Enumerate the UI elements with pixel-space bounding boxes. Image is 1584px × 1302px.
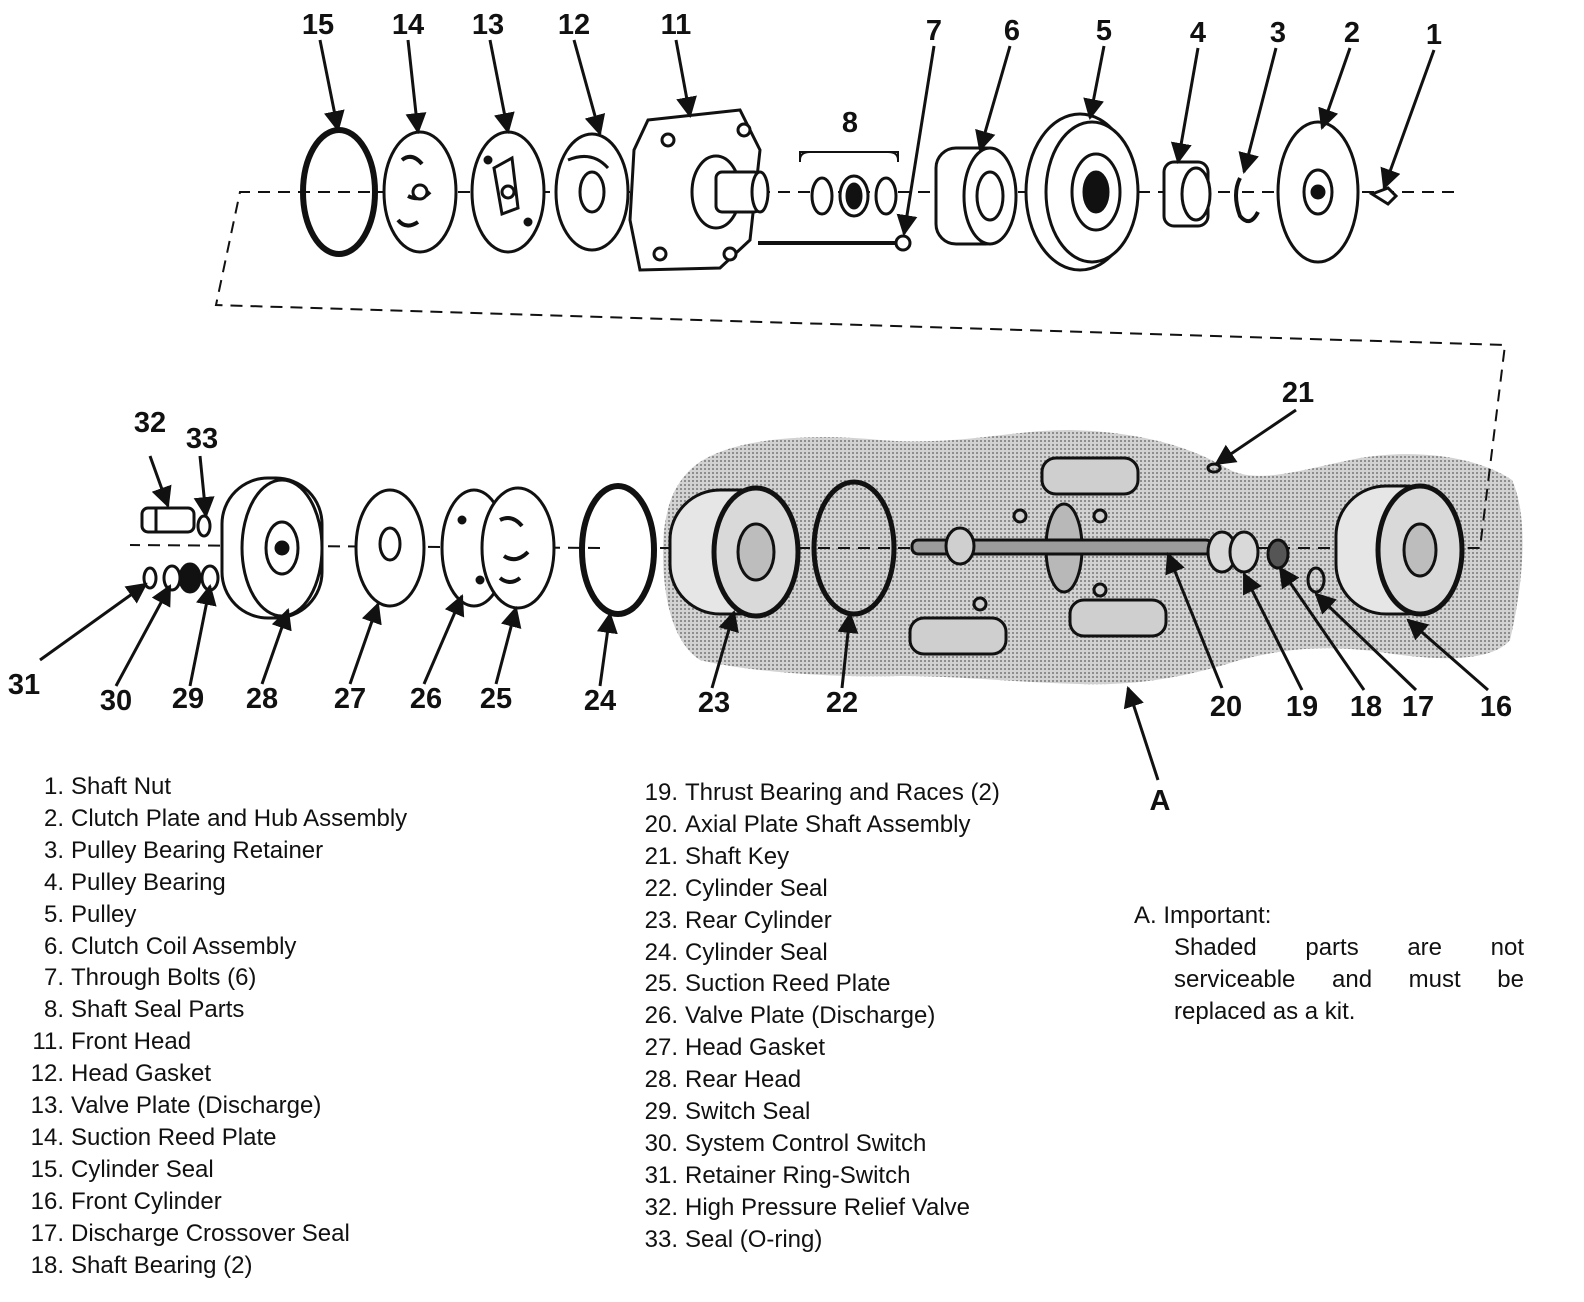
callout-22: 22 [826, 687, 858, 719]
legend-item: 22.Cylinder Seal [644, 874, 828, 902]
legend-item: 17.Discharge Crossover Seal [30, 1219, 350, 1247]
callout-32: 32 [134, 407, 166, 439]
callout-19: 19 [1286, 691, 1318, 723]
legend-item: 7.Through Bolts (6) [43, 964, 257, 992]
part-6-clutch-coil-assembly [934, 146, 1018, 246]
legend-item: 28.Rear Head [644, 1066, 802, 1094]
part-21-shaft-key [1206, 462, 1222, 474]
legend-item: 33.Seal (O-ring) [644, 1225, 823, 1253]
legend-item: 21.Shaft Key [644, 842, 790, 870]
callout-12: 12 [558, 9, 590, 41]
callout-21: 21 [1282, 377, 1314, 409]
legend-item: 2.Clutch Plate and Hub Assembly [43, 804, 408, 832]
part-3-pulley-bearing-retainer [1234, 177, 1260, 224]
part-19-18-17-bearing-and-seal [1206, 530, 1326, 594]
part-24-cylinder-seal [579, 483, 657, 617]
legend-item: 13.Valve Plate (Discharge) [30, 1092, 322, 1120]
callout-25: 25 [480, 683, 512, 715]
parts-legend-middle: 19.Thrust Bearing and Races (2) 20.Axial… [636, 777, 1000, 1256]
part-32-high-pressure-relief-valve [140, 506, 196, 534]
callout-8: 8 [842, 107, 858, 139]
callout-5: 5 [1096, 15, 1112, 47]
legend-item: 5.Pulley [43, 900, 137, 928]
legend-item: 30.System Control Switch [644, 1129, 927, 1157]
callout-20: 20 [1210, 691, 1242, 723]
callout-28: 28 [246, 683, 278, 715]
callout-15: 15 [302, 9, 334, 41]
callout-leaders [39, 39, 1489, 781]
callout-33: 33 [186, 423, 218, 455]
callout-6: 6 [1004, 15, 1020, 47]
legend-item: 24.Cylinder Seal [644, 938, 828, 966]
legend-item: 27.Head Gasket [644, 1034, 826, 1062]
legend-item: 15.Cylinder Seal [30, 1155, 214, 1183]
callout-A: A [1150, 785, 1171, 817]
callout-4: 4 [1190, 17, 1206, 49]
part-28-rear-head [220, 476, 324, 620]
legend-item: 20.Axial Plate Shaft Assembly [644, 810, 971, 838]
callout-30: 30 [100, 685, 132, 717]
part-13-valve-plate [470, 130, 546, 254]
callout-27: 27 [334, 683, 366, 715]
part-1-shaft-nut [1368, 186, 1399, 206]
callout-14: 14 [392, 9, 424, 41]
callout-31: 31 [8, 669, 40, 701]
important-note: A. Important: Shaded parts are not servi… [1134, 900, 1524, 1028]
callout-3: 3 [1270, 17, 1286, 49]
note-title: A. Important: [1134, 902, 1272, 929]
part-5-pulley [1024, 112, 1140, 272]
legend-item: 31.Retainer Ring-Switch [644, 1161, 911, 1189]
part-16-front-cylinder [1334, 483, 1465, 617]
callout-18: 18 [1350, 691, 1382, 723]
part-4-pulley-bearing [1162, 160, 1212, 228]
part-14-suction-reed-plate [382, 130, 458, 254]
part-27-head-gasket [354, 488, 426, 608]
legend-item: 29.Switch Seal [644, 1098, 811, 1126]
part-2-clutch-plate-and-hub [1276, 120, 1360, 264]
parts-legend-left: 1.Shaft Nut 2.Clutch Plate and Hub Assem… [22, 771, 408, 1282]
callout-2: 2 [1344, 17, 1360, 49]
callout-23: 23 [698, 687, 730, 719]
legend-item: 32.High Pressure Relief Valve [644, 1193, 971, 1221]
part-7-through-bolt [758, 234, 912, 252]
callout-numbers: 1 2 3 4 5 6 7 8 11 12 13 14 15 16 17 18 … [8, 9, 1512, 817]
callout-17: 17 [1402, 691, 1434, 723]
legend-item: 19.Thrust Bearing and Races (2) [644, 779, 1000, 806]
legend-item: 12.Head Gasket [30, 1060, 212, 1088]
part-11-front-head [628, 108, 770, 272]
part-23-rear-cylinder [668, 485, 801, 619]
note-text: Shaded parts are not serviceable and mus… [1174, 934, 1524, 1025]
part-33-seal-o-ring [196, 514, 212, 538]
legend-item: 14.Suction Reed Plate [30, 1123, 277, 1151]
callout-29: 29 [172, 683, 204, 715]
callout-1: 1 [1426, 19, 1442, 51]
legend-item: 1.Shaft Nut [43, 773, 172, 800]
part-20-axial-plate-shaft-assembly [908, 456, 1214, 656]
legend-item: 6.Clutch Coil Assembly [43, 932, 297, 960]
callout-16: 16 [1480, 691, 1512, 723]
legend-item: 11.Front Head [32, 1028, 192, 1056]
legend-item: 3.Pulley Bearing Retainer [43, 836, 324, 864]
callout-26: 26 [410, 683, 442, 715]
callout-8-brace [799, 151, 899, 162]
legend-item: 26.Valve Plate (Discharge) [644, 1002, 936, 1030]
callout-7: 7 [926, 15, 942, 47]
legend-item: 25.Suction Reed Plate [644, 970, 891, 998]
legend-item: 8.Shaft Seal Parts [43, 996, 245, 1024]
legend-item: 16.Front Cylinder [30, 1187, 222, 1215]
legend-item: 23.Rear Cylinder [644, 906, 832, 934]
legend-item: 18.Shaft Bearing (2) [30, 1251, 253, 1279]
part-25-suction-reed-plate [480, 486, 556, 610]
part-8-shaft-seal-parts [799, 151, 899, 218]
callout-24: 24 [584, 685, 616, 717]
callout-13: 13 [472, 9, 504, 41]
callout-11: 11 [661, 9, 692, 41]
part-31-30-29-switch-parts [142, 562, 220, 594]
legend-item: 4.Pulley Bearing [43, 868, 226, 896]
part-12-head-gasket [554, 132, 630, 252]
